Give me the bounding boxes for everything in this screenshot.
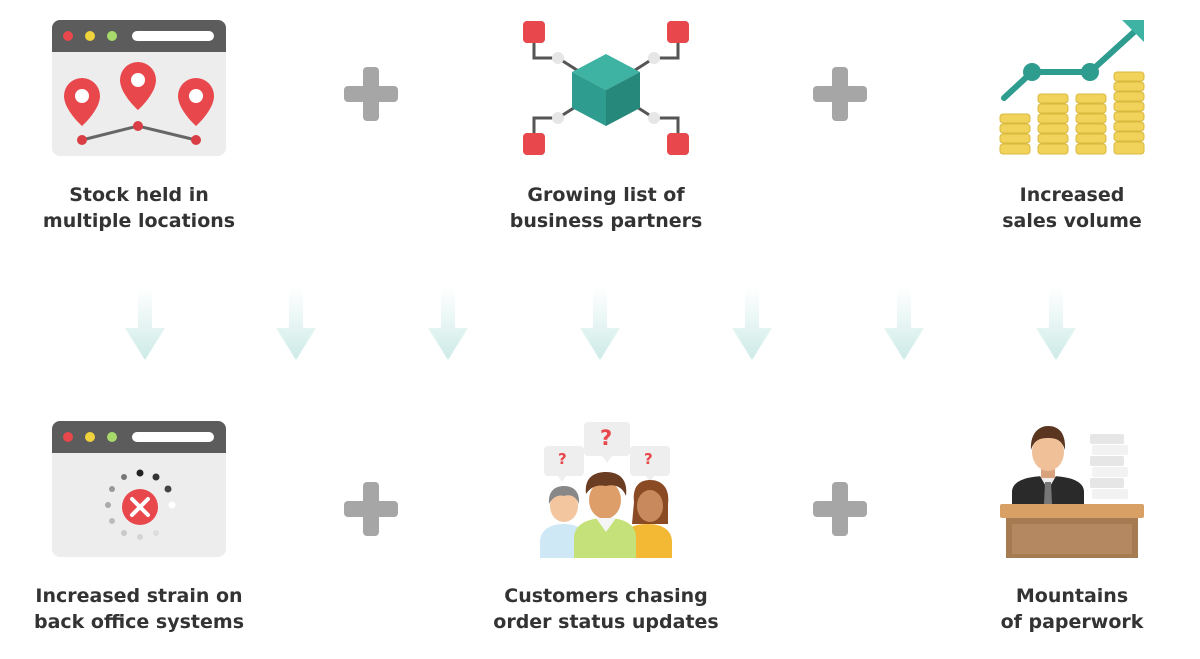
caption-line: back office systems (33, 611, 245, 633)
caption-line: Increased (1019, 184, 1125, 206)
network-cube-icon (520, 18, 692, 158)
down-arrow-icon (125, 288, 165, 360)
down-arrow-icon (884, 288, 924, 360)
caption-line: multiple locations (42, 210, 236, 232)
plus-icon (813, 482, 867, 536)
down-arrow-icon (1036, 288, 1076, 360)
plus-icon (344, 482, 398, 536)
caption-paperwork: Mountains of paperwork (942, 583, 1200, 635)
plus-icon (813, 67, 867, 121)
caption-line: business partners (509, 210, 703, 232)
caption-back-office: Increased strain on back office systems (9, 583, 269, 635)
down-arrow-icon (732, 288, 772, 360)
down-arrow-icon (428, 288, 468, 360)
caption-line: Stock held in (69, 184, 209, 206)
caption-business-partners: Growing list of business partners (476, 182, 736, 234)
clerk-with-papers-icon (998, 420, 1146, 558)
question-mark-icon: ? (558, 450, 567, 468)
caption-line: Mountains (1015, 585, 1129, 607)
down-arrow-icon (580, 288, 620, 360)
caption-stock-locations: Stock held in multiple locations (9, 182, 269, 234)
caption-line: Customers chasing (504, 585, 708, 607)
down-arrow-icon (276, 288, 316, 360)
caption-line: sales volume (1002, 210, 1142, 232)
caption-line: of paperwork (1000, 611, 1144, 633)
caption-line: order status updates (493, 611, 719, 633)
question-mark-icon: ? (644, 450, 653, 468)
question-mark-icon: ? (600, 426, 613, 450)
questioning-customers-icon: ? ? ? (540, 420, 674, 558)
loading-error-browser-icon (52, 421, 226, 557)
caption-sales-volume: Increased sales volume (942, 182, 1200, 234)
coins-growth-chart-icon (998, 18, 1146, 158)
plus-icon (344, 67, 398, 121)
caption-line: Increased strain on (35, 585, 243, 607)
map-pins-browser-icon (52, 20, 226, 156)
caption-order-status: Customers chasing order status updates (476, 583, 736, 635)
caption-line: Growing list of (527, 184, 685, 206)
